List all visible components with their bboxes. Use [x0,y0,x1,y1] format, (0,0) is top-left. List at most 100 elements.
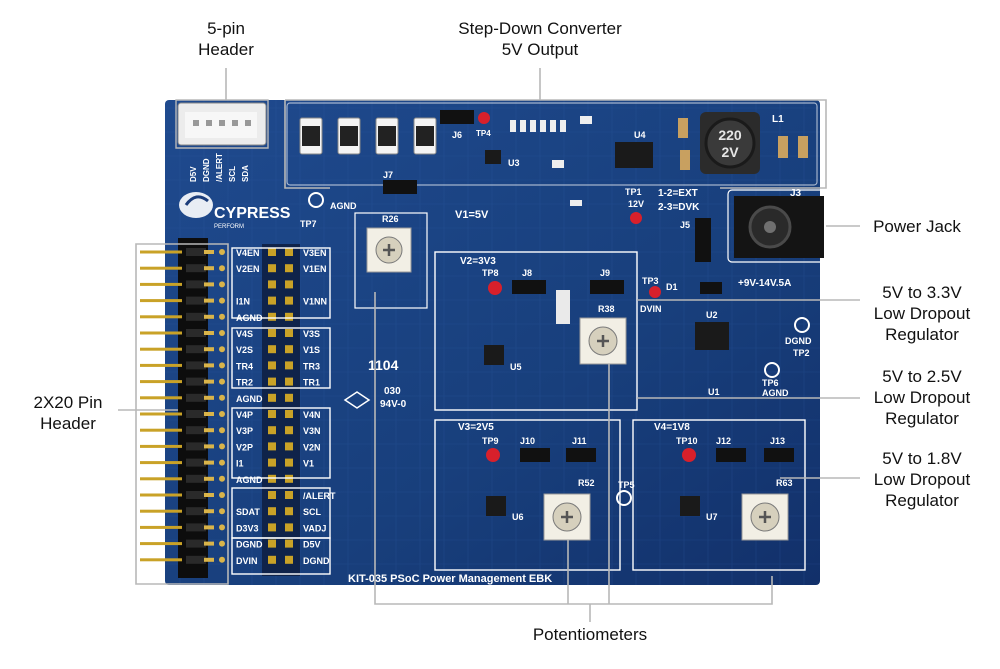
cypress-brand-sub: PERFORM [214,224,244,230]
svg-text:TP4: TP4 [476,129,491,138]
header-label-right: V4N [303,410,321,420]
header-label-left: SDAT [236,507,260,517]
svg-text:12V: 12V [628,199,644,209]
svg-text:TP8: TP8 [482,268,499,278]
header-label-left: V4EN [236,248,260,258]
svg-text:TP10: TP10 [676,436,698,446]
callout-step-down-converter: Step-Down Converter 5V Output [458,19,622,59]
cypress-brand-text: CYPRESS [214,205,291,222]
header-label-right: V1NN [303,297,327,307]
header-label-left: V4S [236,329,253,339]
callout-ldo-2v5: 5V to 2.5V Low Dropout Regulator [873,367,971,428]
callout-power-jack: Power Jack [873,217,961,236]
header-label-right: V3S [303,329,320,339]
header-label-left: AGND [236,475,263,485]
inductor-value-1: 220 [718,127,742,143]
svg-text:TP7: TP7 [300,219,317,229]
pin-header-2x20 [140,238,225,578]
ldo-v3-region: V3=2V5 TP9 J10 J11 R52 U6 TP5 [434,419,635,571]
jumper-config-1: 1-2=EXT [658,188,698,199]
v1-label: V1=5V [455,209,489,221]
svg-text:J3: J3 [790,188,802,199]
date-code: 1104 [368,357,399,373]
ldo-v4-region: V4=1V8 TP10 J12 J13 R63 U7 [632,419,806,571]
header-label-left: DGND [236,540,263,550]
svg-text:R38: R38 [598,304,615,314]
header-label-left: V2EN [236,264,260,274]
five-pin-label: SCL [228,166,237,182]
header-label-right: V1 [303,459,314,469]
svg-text:U3: U3 [508,158,520,168]
svg-text:J7: J7 [383,170,393,180]
svg-text:R26: R26 [382,214,399,224]
header-label-left: I1N [236,297,250,307]
svg-text:TP2: TP2 [793,348,810,358]
r26-region: R26 [354,212,428,309]
header-silk-boxes [231,247,331,575]
svg-text:V2=3V3: V2=3V3 [460,256,496,267]
header-label-right: VADJ [303,523,326,533]
header-label-right: TR1 [303,378,320,388]
board-title: KIT-035 PSoC Power Management EBK [348,573,552,585]
five-pin-label: DGND [202,158,211,182]
ul-code-2: 94V-0 [380,399,407,410]
svg-text:DGND: DGND [785,336,812,346]
ic-u4 [615,142,653,168]
svg-text:R63: R63 [776,478,793,488]
svg-text:J9: J9 [600,268,610,278]
svg-text:V4=1V8: V4=1V8 [654,422,690,433]
svg-text:D1: D1 [666,282,678,292]
header-label-right: V3EN [303,248,327,258]
input-spec: +9V-14V.5A [738,278,791,289]
ul-code-1: 030 [384,386,401,397]
five-pin-label: D5V [189,166,198,182]
u2-region: U2 U1 DGND TP2 TP6 AGND [695,310,812,398]
j4-header [262,244,300,576]
callout-potentiometers: Potentiometers [532,625,648,644]
header-label-right: DGND [303,556,330,566]
svg-text:TP9: TP9 [482,436,499,446]
header-label-left: V4P [236,410,253,420]
inductor-value-2: 2V [721,144,739,160]
power-jack-region: J3 TP1 12V 1-2=EXT 2-3=DVK J5 +9V-14V.5A… [625,187,827,314]
header-label-left: AGND [236,313,263,323]
header-label-right: TR3 [303,361,320,371]
svg-text:J8: J8 [522,268,532,278]
svg-text:TP5: TP5 [618,480,635,490]
header-label-left: V2P [236,442,253,452]
five-pin-label: /ALERT [215,153,224,182]
svg-text:AGND: AGND [330,201,357,211]
svg-text:TP6: TP6 [762,378,779,388]
svg-text:J13: J13 [770,436,785,446]
svg-text:DVIN: DVIN [640,304,662,314]
svg-text:U6: U6 [512,512,524,522]
svg-text:TP3: TP3 [642,276,659,286]
svg-text:R52: R52 [578,478,595,488]
callout-ldo-1v8: 5V to 1.8V Low Dropout Regulator [873,449,971,510]
svg-text:J6: J6 [452,130,462,140]
svg-text:L1: L1 [772,114,784,125]
leader-lines [118,68,860,622]
svg-text:J12: J12 [716,436,731,446]
header-label-left: V2S [236,345,253,355]
callout-ldo-3v3: 5V to 3.3V Low Dropout Regulator [873,283,971,344]
header-label-left: D3V3 [236,523,259,533]
header-label-left: AGND [236,394,263,404]
header-label-right: D5V [303,540,321,550]
header-label-left: I1 [236,459,244,469]
header-label-right: V3N [303,426,321,436]
header-label-left: V3P [236,426,253,436]
header-label-left: TR4 [236,361,253,371]
cypress-logo: CYPRESS PERFORM [179,192,291,230]
callout-pin-header-2x20: 2X20 Pin Header [33,393,103,433]
svg-text:U4: U4 [634,130,646,140]
header-label-right: V1S [303,345,320,355]
svg-text:J5: J5 [680,220,690,230]
header-label-right: /ALERT [303,491,336,501]
svg-text:U5: U5 [510,362,522,372]
header-label-right: V2N [303,442,321,452]
callout-five-pin-header: 5-pin Header [198,19,254,59]
svg-text:J11: J11 [572,436,587,446]
